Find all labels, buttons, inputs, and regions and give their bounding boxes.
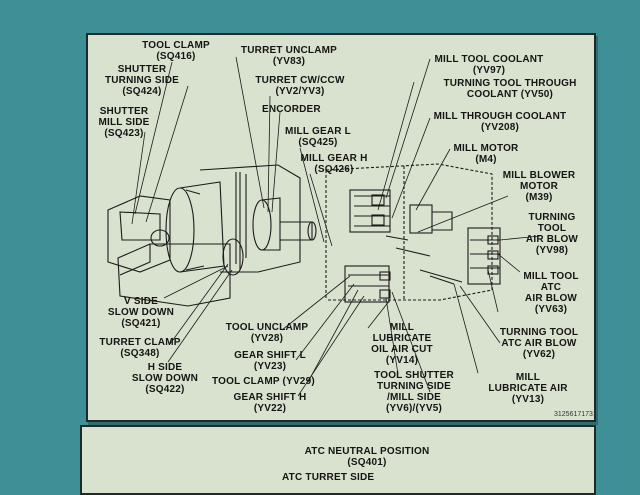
label-mill-gear-l: MILL GEAR L(SQ425) <box>285 126 351 148</box>
label-mill-through-coolant: MILL THROUGH COOLANT(YV208) <box>433 111 567 133</box>
label-atc-neutral-position: ATC NEUTRAL POSITION(SQ401) <box>304 446 430 468</box>
label-mill-tool-coolant: MILL TOOL COOLANT(YV97) <box>434 54 544 76</box>
label-tool-clamp-yv29: TOOL CLAMP (YV29) <box>212 376 315 387</box>
label-tool-clamp-sq416: TOOL CLAMP(SQ416) <box>142 40 210 62</box>
label-turret-unclamp: TURRET UNCLAMP(YV83) <box>240 45 338 67</box>
label-mill-motor: MILL MOTOR(M4) <box>453 143 519 165</box>
label-atc-turret-side: ATC TURRET SIDE <box>282 472 375 483</box>
label-gear-shift-l: GEAR SHIFT L(YV23) <box>234 350 306 372</box>
label-turret-cw-ccw: TURRET CW/CCW(YV2/YV3) <box>255 75 345 97</box>
machine-drawing <box>107 56 541 397</box>
label-tool-unclamp: TOOL UNCLAMP(YV28) <box>225 322 309 344</box>
label-encorder: ENCORDER <box>262 104 321 115</box>
label-turret-clamp: TURRET CLAMP(SQ348) <box>99 337 181 359</box>
catalog-number: 31256171731 <box>554 411 597 418</box>
label-mill-gear-h: MILL GEAR H(SQ426) <box>300 153 368 175</box>
label-gear-shift-h: GEAR SHIFT H(YV22) <box>233 392 307 414</box>
